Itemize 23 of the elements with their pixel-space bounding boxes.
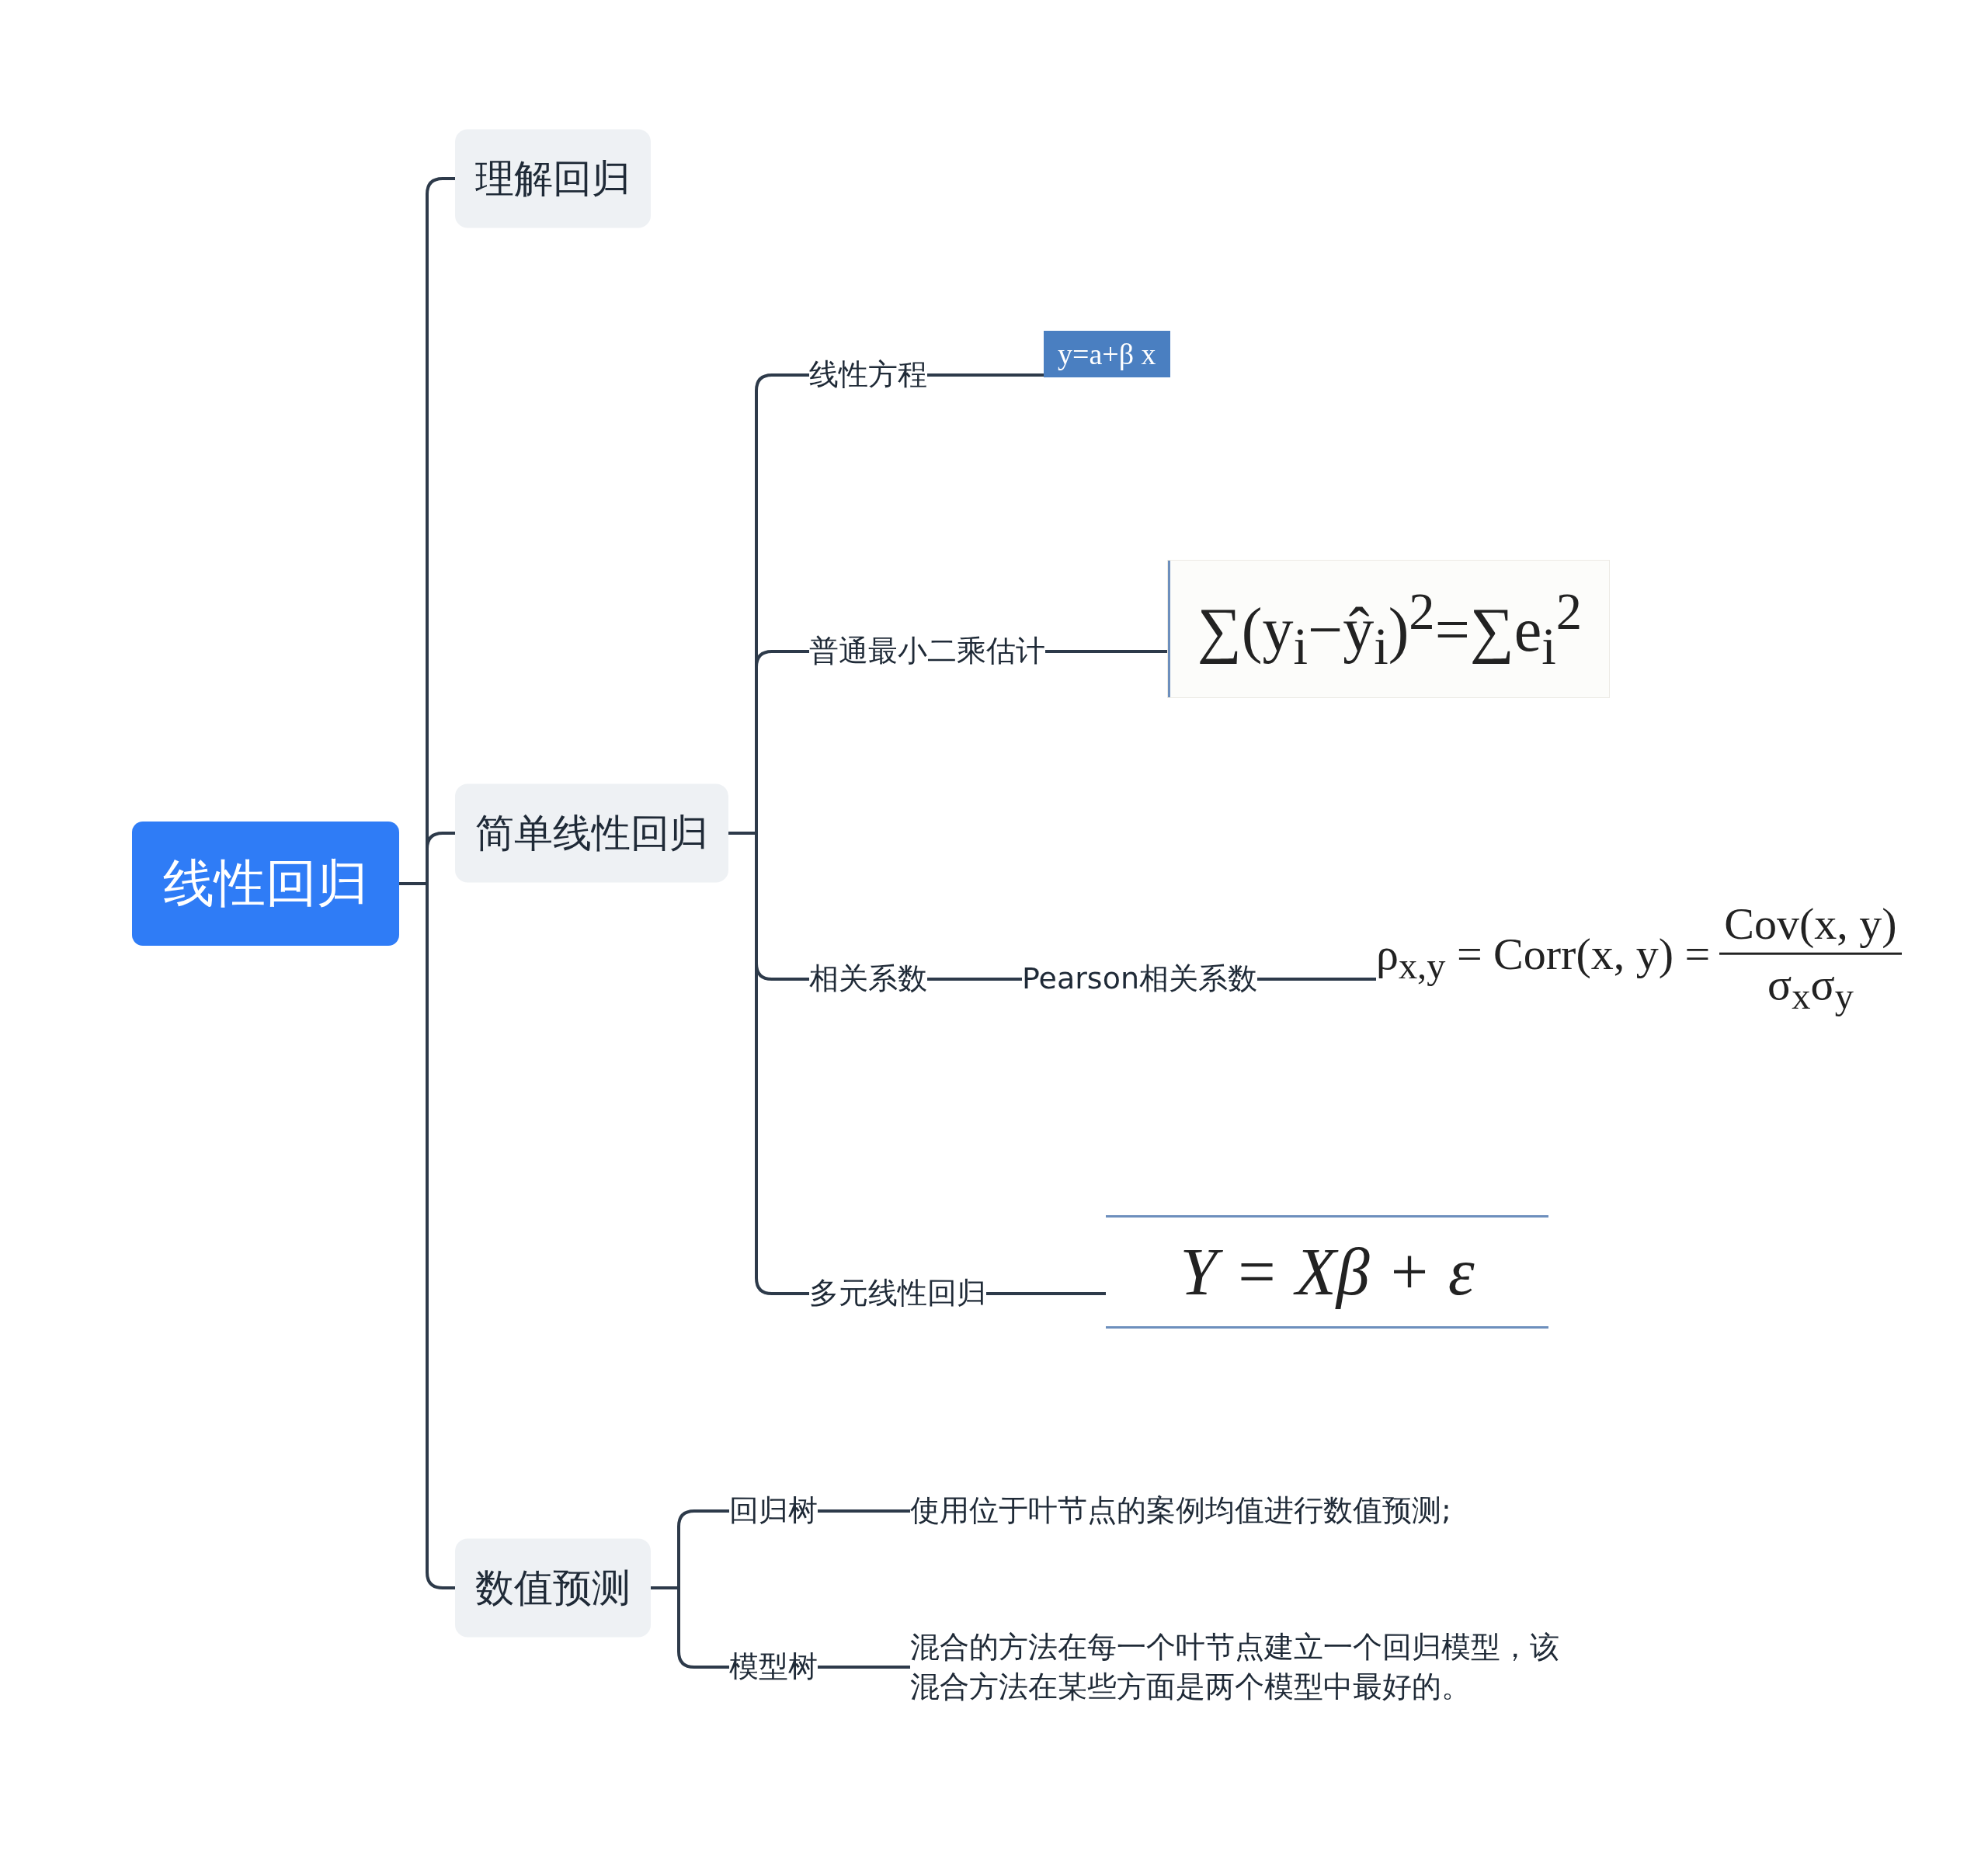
subtopic-text: Pearson相关系数 — [1022, 959, 1257, 999]
connector-line — [818, 1666, 910, 1669]
topic-box: 简单线性回归 — [455, 783, 728, 883]
connector-line — [1045, 650, 1168, 653]
formula-box: y=a+β x — [1044, 331, 1170, 377]
subtopic-text: 多元线性回归 — [809, 1273, 986, 1314]
root-topic-box: 线性回归 — [132, 822, 399, 946]
note-text: 混合的方法在每一个叶节点建立一个回归模型，该混合方法在某些方面是两个模型中最好的。 — [910, 1627, 1562, 1707]
connector-line — [986, 1292, 1106, 1295]
formula-box: Y = Xβ + ε — [1106, 1215, 1548, 1329]
note-text: 使用位于叶节点的案例均值进行数值预测; — [910, 1491, 1451, 1531]
subtopic-text: 回归树 — [729, 1491, 818, 1531]
topic-box: 数值预测 — [455, 1538, 651, 1638]
subtopic-text: 线性方程 — [809, 355, 927, 395]
connector-line — [927, 978, 1022, 981]
topic-box: 理解回归 — [455, 129, 651, 228]
connector-line — [927, 373, 1044, 377]
connector-line — [651, 1586, 729, 1669]
subtopic-text: 相关系数 — [809, 959, 927, 999]
subtopic-text: 模型树 — [729, 1647, 818, 1687]
connector-line — [818, 1509, 910, 1513]
connector-line — [1257, 978, 1376, 981]
subtopic-text: 普通最小二乘估计 — [809, 631, 1045, 672]
